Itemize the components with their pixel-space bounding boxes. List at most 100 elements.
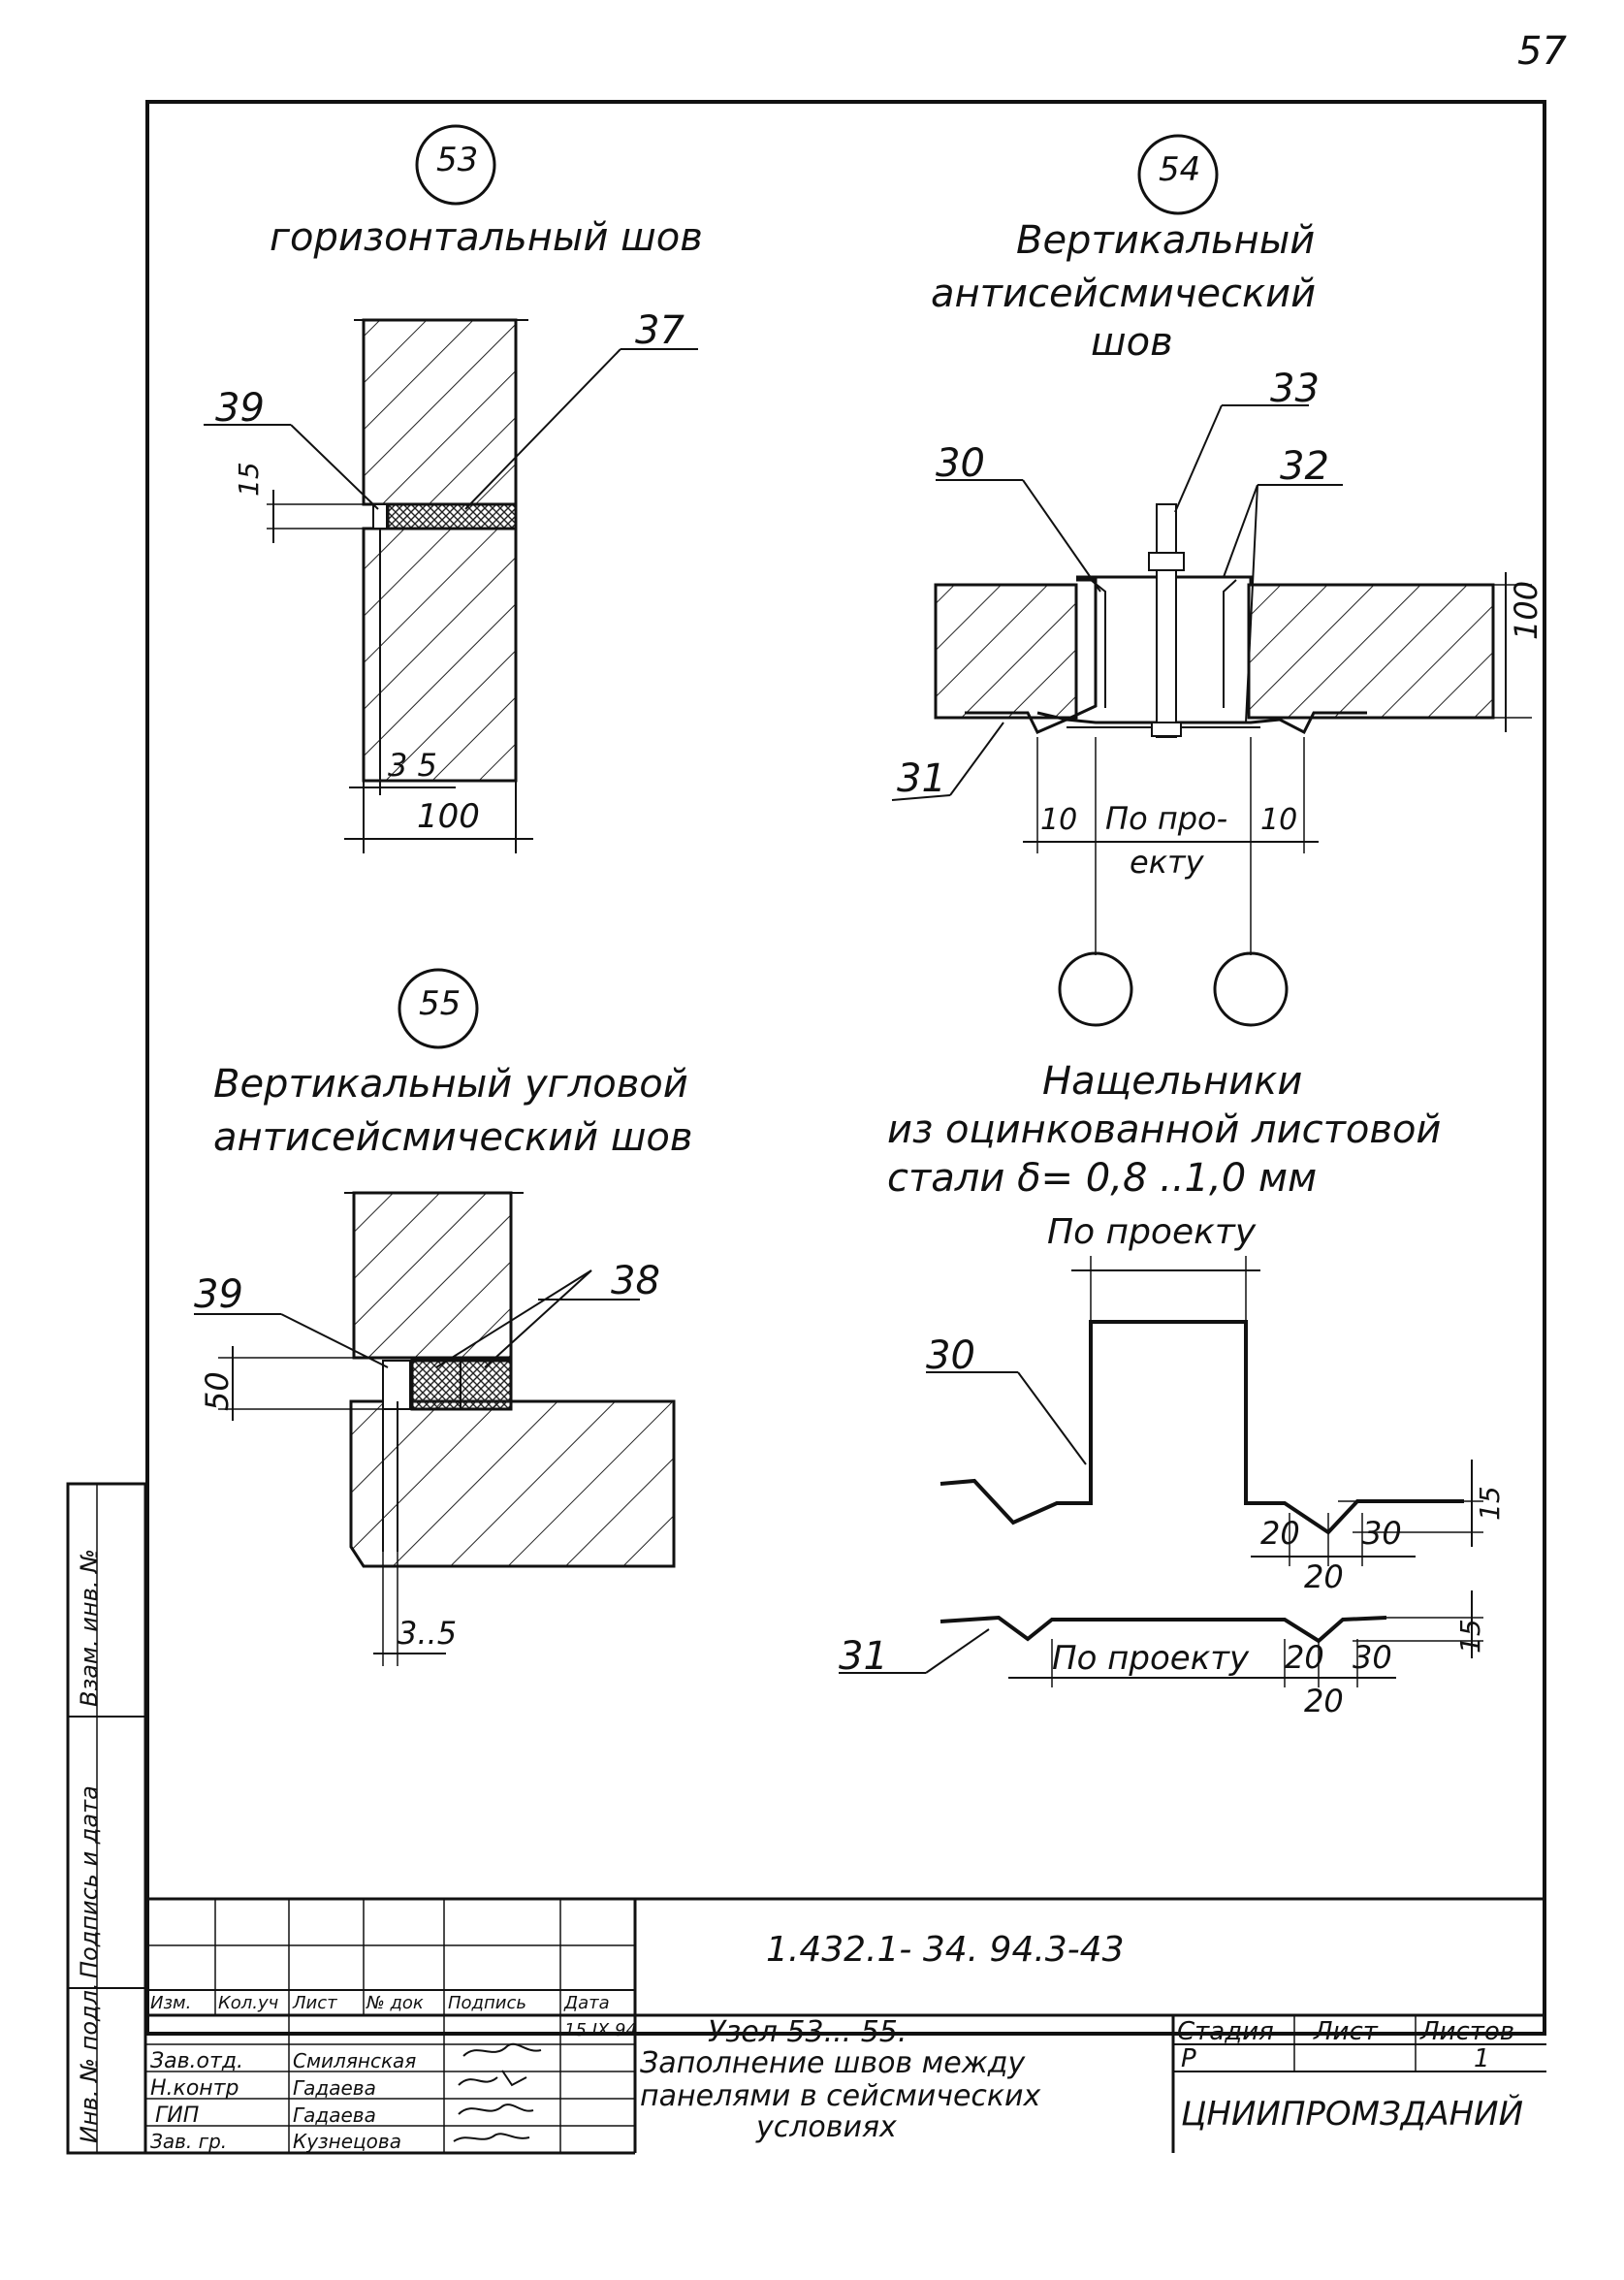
panel-55-horizontal [349,1399,676,1568]
title-54-line1: Вертикальный [1016,218,1316,263]
bolt-33 [1156,503,1177,738]
desc-line1: Узел 53... 55. [708,2015,908,2049]
marker-53-circle [415,124,496,206]
flashing-title-line2: из оцинкованной листовой [887,1108,1442,1152]
organization: ЦНИИПРОМЗДАНИЙ [1181,2095,1524,2134]
title-55-line2: антисейсмический шов [213,1115,693,1160]
marker-54: 54 [1159,150,1201,189]
panel-54-right [1247,583,1495,720]
sheets-value: 1 [1474,2044,1490,2073]
label-31-flashing: 31 [839,1634,888,1679]
flashing-title-line1: Нащельники [1042,1059,1303,1104]
seam-filler-53 [386,502,518,530]
drawing-frame [145,100,1546,2036]
signature-1 [462,2042,542,2057]
doc-code: 1.432.1- 34. 94.3-43 [766,1930,1125,1970]
flashing-top-dim: По проекту [1047,1212,1257,1252]
panel-53-upper [362,318,518,506]
stamp-replaces-inv: Взам. инв. № [76,1549,103,1707]
axis-circle-right [1213,951,1289,1027]
label-30-54: 30 [936,441,985,486]
signatures [453,2042,542,2142]
row-name-4: Кузнецова [293,2130,401,2153]
label-33: 33 [1270,367,1320,411]
flashing-details [839,1256,1483,1687]
label-39-55: 39 [194,1272,243,1317]
title-55-line1: Вертикальный угловой [213,1062,688,1107]
row-role-4: Зав. гр. [150,2130,228,2153]
dim-15-bottom: 15 [1454,1619,1486,1654]
sign-date: 15 IX.94 [564,2020,637,2040]
desc-line3: панелями в сейсмических [640,2079,1041,2113]
dim-20-top-b: 20 [1304,1558,1344,1595]
label-32: 32 [1280,444,1329,489]
col-header-sheet: Лист [293,1993,337,2013]
signature-3 [458,2103,534,2115]
detail-55 [194,968,676,1666]
dim-by-project-line1: По про- [1105,800,1228,837]
dim-100-54: 100 [1508,580,1544,640]
detail-53 [204,124,698,853]
desc-line2: Заполнение швов между [640,2046,1026,2080]
stage-header: Стадия [1177,2017,1274,2046]
side-stamp-box [66,1482,147,2155]
signature-4 [453,2133,530,2142]
label-39-53: 39 [215,386,265,431]
col-header-signature: Подпись [448,1993,526,2013]
axis-circle-left [1058,951,1133,1027]
label-31-54: 31 [897,756,946,801]
dim-3-5-55: 3..5 [398,1615,458,1652]
title-54-line3: шов [1091,320,1173,365]
col-header-change: Изм. [150,1993,192,2013]
col-header-docno: № док [366,1993,424,2013]
sealant-53 [372,503,388,530]
dim-20-top-a: 20 [1260,1515,1300,1552]
col-header-qty: Кол.уч [218,1993,279,2013]
sheet-header: Лист [1314,2017,1378,2046]
dim-3-5-53: 3 5 [388,747,437,784]
title-53: горизонтальный шов [270,215,703,260]
desc-line4: условиях [756,2110,897,2144]
page-number: 57 [1517,29,1567,74]
flashing-30-profile [939,1320,1464,1535]
row-name-1: Смилянская [293,2049,417,2072]
dim-50: 50 [199,1371,236,1411]
marker-55-circle [398,968,479,1049]
dim-30-bottom: 30 [1353,1639,1392,1676]
row-role-3: ГИП [155,2103,200,2128]
stage-value: Р [1181,2044,1196,2073]
dim-15-53: 15 [233,462,265,497]
stamp-inv-no: Инв. № подл. [76,1982,103,2143]
dim-20-bottom-b: 20 [1304,1683,1344,1719]
row-role-1: Зав.отд. [150,2049,244,2073]
panel-54-left [934,583,1078,720]
detail-54 [891,134,1532,1027]
dim-10-right: 10 [1260,803,1298,837]
row-role-2: Н.контр [150,2076,239,2101]
title-block-lines [143,1897,1546,2155]
dim-20-bottom-a: 20 [1285,1639,1324,1676]
label-37: 37 [635,308,685,353]
title-54-line2: антисейсмический [931,272,1317,316]
marker-55: 55 [419,984,462,1023]
marker-53: 53 [436,141,479,179]
dim-by-project-line2: екту [1130,844,1204,881]
signature-2 [458,2070,527,2087]
flashing-31-profile [939,1615,1387,1644]
dim-15-top: 15 [1474,1486,1506,1521]
sheets-header: Листов [1420,2017,1515,2046]
label-30-flashing: 30 [926,1333,975,1378]
row-name-2: Гадаева [293,2076,376,2100]
sealant-55 [382,1360,411,1410]
stamp-signature-date: Подпись и дата [76,1785,103,1978]
panel-55-vertical [352,1191,513,1360]
dim-30-top: 30 [1362,1515,1402,1552]
marker-54-circle [1137,134,1219,215]
col-header-date: Дата [564,1993,610,2013]
row-name-3: Гадаева [293,2103,376,2127]
label-38: 38 [611,1259,660,1303]
dim-by-project-bottom: По проекту [1052,1639,1250,1678]
dim-100-53: 100 [417,797,480,836]
panel-53-lower [362,527,518,783]
